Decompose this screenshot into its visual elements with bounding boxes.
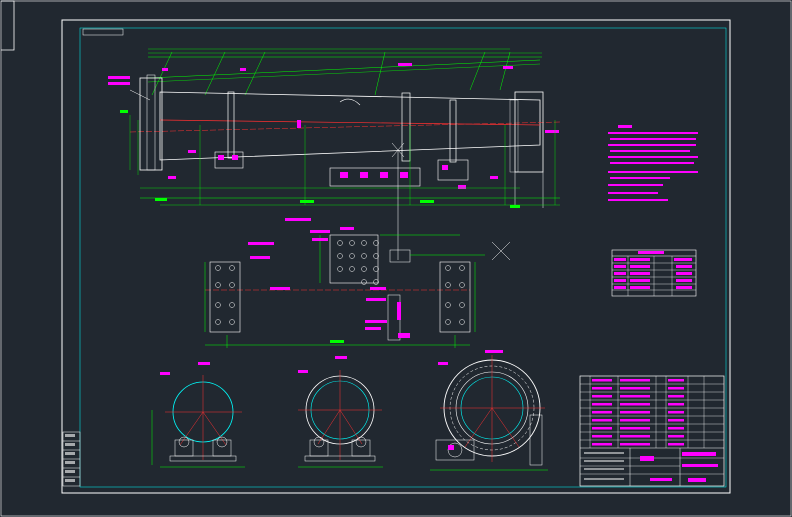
riding-ring-1[interactable] bbox=[227, 91, 235, 159]
kiln-elevation-view[interactable] bbox=[108, 48, 561, 260]
technical-parameters-table bbox=[611, 249, 697, 297]
pier-1[interactable] bbox=[209, 261, 241, 333]
section-view-3-gear[interactable] bbox=[430, 350, 548, 471]
pier-3[interactable] bbox=[439, 261, 471, 333]
technical-requirements-notes bbox=[608, 125, 698, 201]
kiln-shell[interactable] bbox=[159, 91, 541, 161]
pier-2[interactable] bbox=[329, 234, 379, 284]
discharge-end-hood[interactable] bbox=[514, 91, 544, 173]
frame-title-stub bbox=[82, 28, 124, 36]
riding-ring-3[interactable] bbox=[449, 99, 457, 163]
sheet-corner-mark bbox=[1, 0, 15, 51]
bill-of-materials-table bbox=[579, 375, 725, 487]
inner-frame-cyan bbox=[79, 27, 727, 488]
feed-end-hood[interactable] bbox=[139, 77, 163, 171]
section-view-2[interactable] bbox=[298, 356, 383, 468]
section-view-1[interactable] bbox=[151, 362, 245, 468]
left-revision-block bbox=[62, 431, 81, 487]
foundation-plan-view[interactable] bbox=[204, 218, 511, 348]
drawing-frame bbox=[61, 19, 731, 494]
